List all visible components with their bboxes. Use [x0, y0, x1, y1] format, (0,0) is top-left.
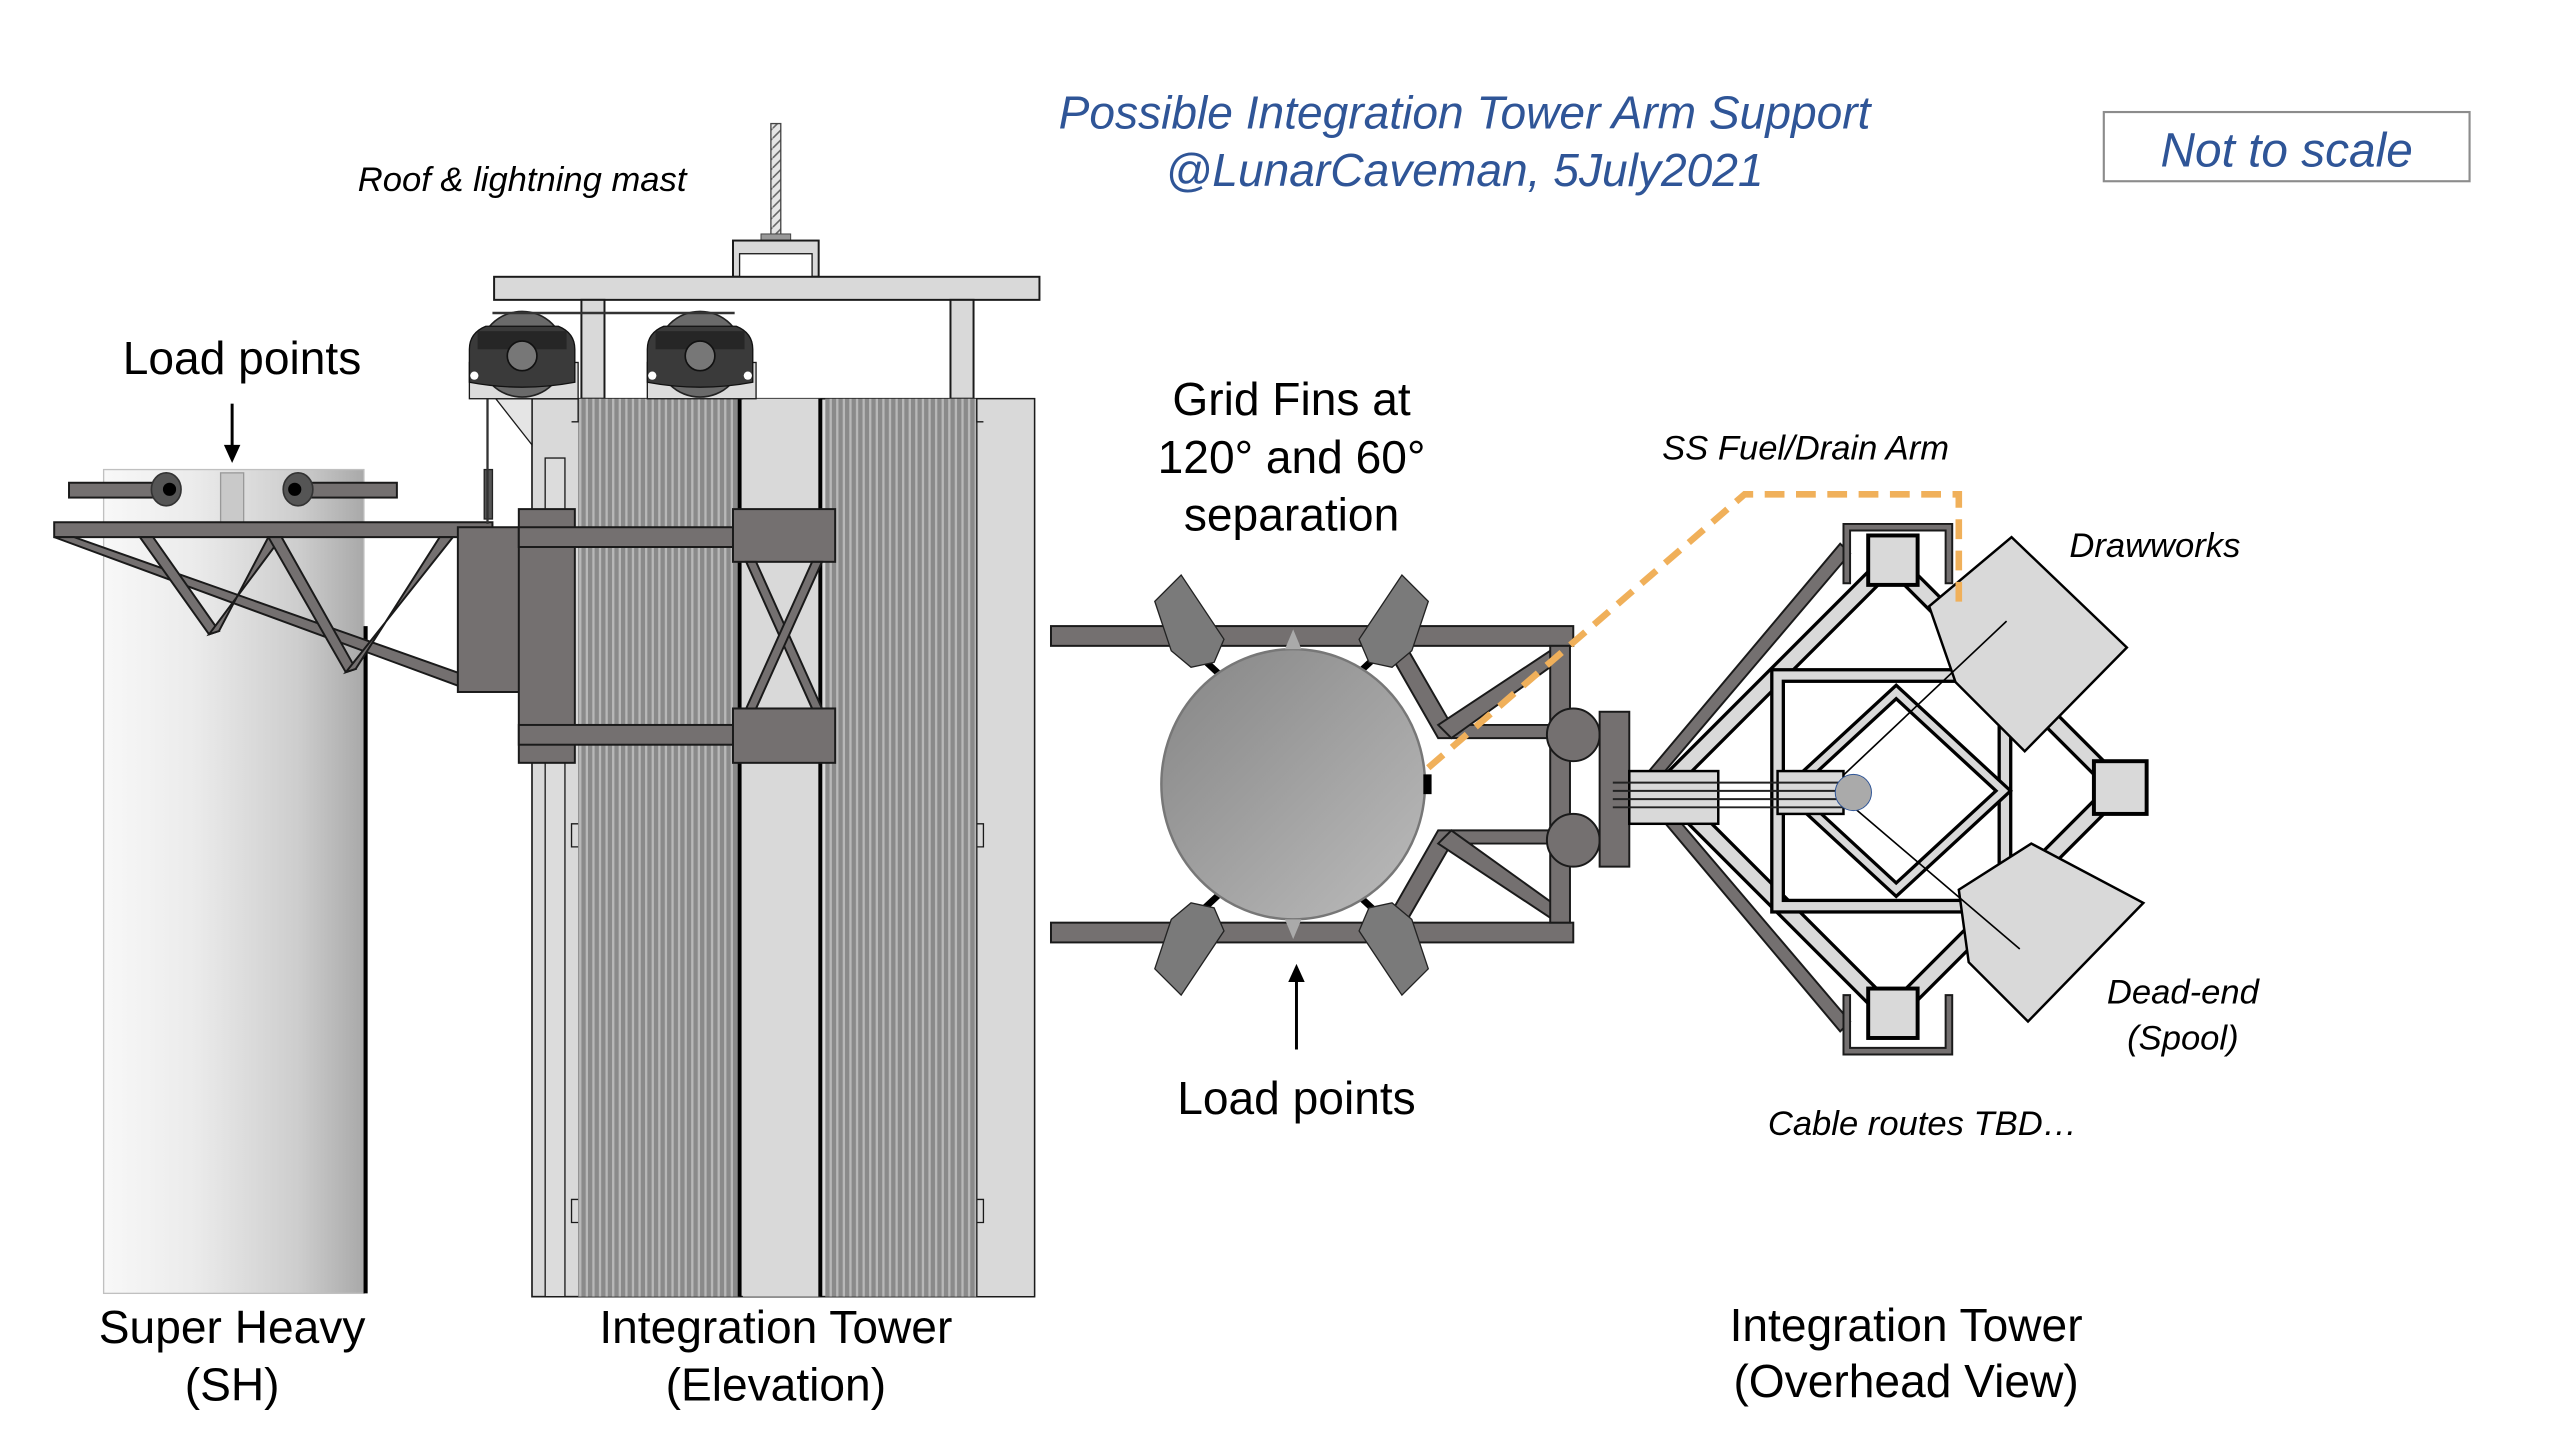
- catch-arm-upper-beam: [1049, 625, 1575, 647]
- arrow-up-icon: [1288, 963, 1305, 982]
- load-points-bottom-callout: Load points: [1177, 963, 1416, 1124]
- catch-arm-overhead: Grid Fins at 120° and 60° separation Loa…: [1049, 373, 1631, 1124]
- clamp-beam-lower: [517, 723, 734, 746]
- roof-mast-label: Roof & lightning mast: [358, 161, 688, 199]
- dead-end-label-2: (Spool): [2127, 1020, 2238, 1058]
- tower-elevation-label-1: Integration Tower: [599, 1301, 952, 1353]
- arm-carriage-plate: [1598, 710, 1631, 868]
- grid-fins-line-3: separation: [1184, 489, 1399, 541]
- catch-arm-lower-beam: [1049, 921, 1575, 944]
- grid-fins-line-2: 120° and 60°: [1158, 431, 1426, 483]
- arm-tower-clamp: [456, 526, 522, 693]
- not-to-scale-text: Not to scale: [2161, 124, 2413, 177]
- tower-elevation-label-2: (Elevation): [666, 1358, 886, 1410]
- title-line-2: @LunarCaveman, 5July2021: [1165, 144, 1763, 196]
- super-heavy-label-1: Super Heavy: [99, 1301, 366, 1353]
- roof-post-left: [580, 298, 606, 400]
- corner-node-top: [1842, 522, 1954, 587]
- tower-elevation: Roof & lightning mast: [358, 122, 1041, 1298]
- tower-cladding-right: [825, 398, 977, 1297]
- booster-position-marker: [1834, 773, 1872, 812]
- tower-clamp-column: [517, 508, 576, 764]
- load-points-bottom-label: Load points: [1177, 1072, 1416, 1124]
- load-points-top-callout: Load points: [123, 332, 362, 463]
- clamp-beam-upper: [517, 526, 734, 548]
- roof-plate: [493, 275, 1041, 301]
- tower-overhead-label-2: (Overhead View): [1733, 1355, 2078, 1407]
- load-point-marker-top: [1284, 629, 1302, 650]
- arm-top-chord: [53, 521, 494, 539]
- sh-load-pin: [219, 472, 245, 523]
- winch-right: [646, 310, 757, 400]
- dead-end-label-1: Dead-end: [2107, 973, 2261, 1011]
- fuel-drain-arm-label: SS Fuel/Drain Arm: [1662, 430, 1949, 468]
- corner-node-bottom: [1842, 986, 1954, 1056]
- dead-end-spool-box: [1957, 842, 2146, 1024]
- grid-fin-lower-right: [1358, 902, 1430, 997]
- arm-carriage: [1628, 769, 1720, 826]
- grid-fins-caption: Grid Fins at 120° and 60° separation: [1158, 373, 1426, 540]
- arrow-down-icon: [223, 444, 241, 463]
- tower-overhead: [1612, 522, 2149, 1056]
- grid-fin-upper-right: [1358, 573, 1430, 668]
- cable-routes-label: Cable routes TBD…: [1768, 1105, 2077, 1143]
- support-arm-truss: [53, 398, 522, 693]
- drawworks-box: [1927, 535, 2129, 754]
- title-block: Possible Integration Tower Arm Support @…: [1059, 87, 1873, 197]
- corner-node-right: [2091, 759, 2149, 816]
- load-point-marker-bottom: [1284, 919, 1302, 940]
- title-line-1: Possible Integration Tower Arm Support: [1059, 87, 1873, 139]
- sh-hardpoint-left: [68, 472, 182, 507]
- tower-overhead-label-1: Integration Tower: [1730, 1299, 2083, 1351]
- super-heavy-label-2: (SH): [185, 1358, 280, 1410]
- grid-fin-upper-left: [1154, 573, 1225, 668]
- clamp-block-upper: [732, 508, 837, 563]
- clamp-block-lower: [732, 707, 837, 764]
- not-to-scale-frame: [2102, 110, 2471, 183]
- ss-fuel-drain-arm-path: [1426, 490, 1963, 771]
- winch-left: [468, 310, 579, 400]
- grid-fins-line-1: Grid Fins at: [1172, 373, 1411, 425]
- arm-cable-bundle: [1612, 781, 1851, 809]
- booster-cross-section: [1160, 629, 1432, 940]
- arm-pivot-lower: [1545, 812, 1601, 868]
- arm-pivot-upper: [1545, 707, 1601, 763]
- load-points-top-label: Load points: [123, 332, 362, 384]
- grid-fin-lower-left: [1154, 902, 1225, 997]
- tower-cladding-left: [578, 398, 740, 1297]
- not-to-scale-box: Not to scale: [2102, 110, 2471, 183]
- lightning-mast: [770, 122, 782, 237]
- roof-post-right: [949, 298, 975, 400]
- booster-circle: [1160, 647, 1427, 921]
- drawworks-label: Drawworks: [2069, 527, 2240, 565]
- sh-hardpoint-right: [282, 472, 398, 507]
